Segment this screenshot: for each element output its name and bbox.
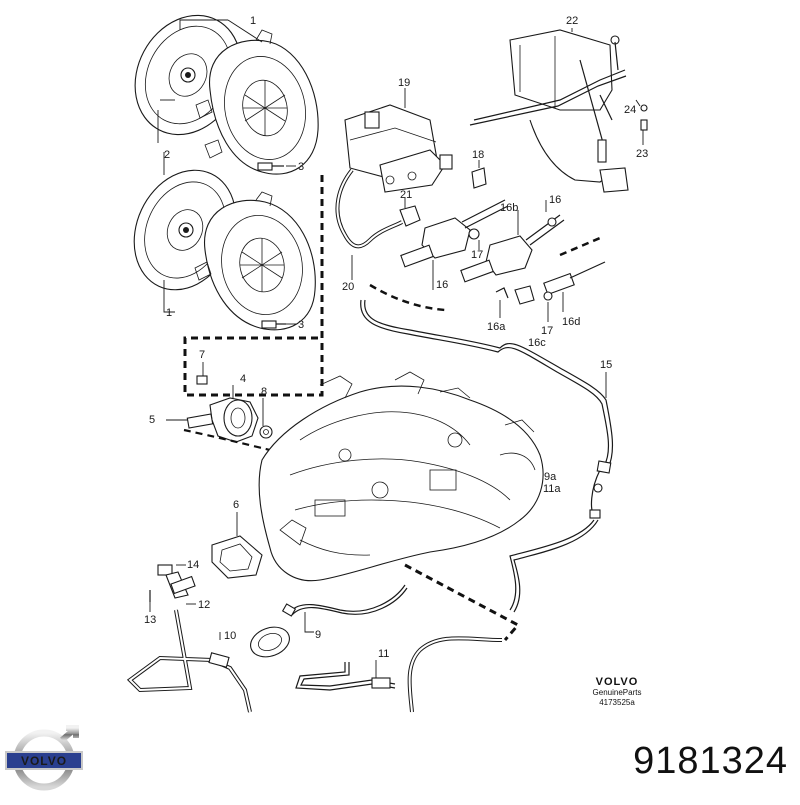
callout-8: 8 bbox=[261, 386, 267, 398]
gasket-part bbox=[211, 512, 263, 579]
callout-21: 21 bbox=[400, 189, 412, 201]
callout-11: 11 bbox=[378, 648, 389, 660]
callout-10: 10 bbox=[224, 630, 236, 642]
callout-16-right: 16 bbox=[549, 194, 561, 206]
callout-5: 5 bbox=[149, 414, 155, 426]
part-number: 9181324 bbox=[633, 740, 788, 782]
callout-9: 9 bbox=[315, 629, 321, 641]
callout-17-upper: 17 bbox=[471, 249, 483, 261]
logo-text: VOLVO bbox=[21, 754, 67, 768]
callout-14: 14 bbox=[187, 559, 199, 571]
pipe-9 bbox=[281, 584, 408, 633]
callout-16a: 16a bbox=[487, 321, 506, 333]
callout-labels: 1 2 3 1 3 7 4 8 5 6 14 12 13 10 9 11 19 … bbox=[144, 15, 648, 660]
callout-7: 7 bbox=[199, 349, 205, 361]
callout-13: 13 bbox=[144, 614, 156, 626]
callout-1-top: 1 bbox=[250, 15, 256, 27]
leaders-clutch bbox=[157, 19, 296, 325]
bolt-lower bbox=[261, 320, 286, 329]
volvo-logo-icon: VOLVO bbox=[5, 725, 83, 791]
callout-12: 12 bbox=[198, 599, 210, 611]
callout-18: 18 bbox=[472, 149, 484, 161]
hose-lower-left bbox=[126, 609, 252, 713]
callout-16-left: 16 bbox=[436, 279, 448, 291]
brand-subtitle: GenuineParts bbox=[592, 688, 642, 697]
callout-3-lower: 3 bbox=[298, 319, 304, 331]
slave-cylinder-assembly bbox=[166, 362, 273, 443]
kit-bracket-dashed bbox=[183, 175, 324, 397]
brand-name: VOLVO bbox=[595, 676, 639, 688]
clutch-cylinder-16 bbox=[400, 199, 509, 290]
pedal-bracket bbox=[469, 28, 648, 193]
callout-11a: 11a bbox=[543, 483, 561, 495]
clip-21 bbox=[399, 198, 421, 227]
pressure-plate-upper bbox=[195, 29, 319, 175]
pressure-plate-lower bbox=[194, 191, 316, 331]
callout-6: 6 bbox=[233, 499, 239, 511]
pipe-11a-end bbox=[593, 483, 603, 493]
callout-23: 23 bbox=[636, 148, 648, 160]
callout-24: 24 bbox=[624, 104, 636, 116]
pipe-15 bbox=[360, 299, 614, 613]
master-cylinder-reservoir bbox=[344, 88, 453, 193]
pipe-dashed-right bbox=[559, 236, 601, 257]
callout-16c: 16c bbox=[528, 337, 546, 349]
callout-2: 2 bbox=[164, 149, 170, 161]
clutch-cylinder-16b bbox=[460, 200, 565, 283]
callout-4: 4 bbox=[240, 373, 246, 385]
lower-line-dashed bbox=[404, 563, 521, 641]
callout-17-lower: 17 bbox=[541, 325, 553, 337]
callout-22: 22 bbox=[566, 15, 578, 27]
callout-16b: 16b bbox=[500, 202, 518, 214]
brand-block: VOLVO GenuineParts 4173525a bbox=[572, 676, 662, 708]
callout-15: 15 bbox=[600, 359, 612, 371]
gearbox-housing bbox=[258, 371, 544, 582]
bolt-upper bbox=[257, 162, 284, 171]
hose-11 bbox=[295, 636, 503, 713]
seal-18 bbox=[471, 160, 487, 189]
callout-16d: 16d bbox=[562, 316, 580, 328]
callout-9a: 9a bbox=[544, 471, 557, 483]
drawing-reference: 4173525a bbox=[599, 698, 635, 707]
cylinder-16d bbox=[495, 261, 606, 322]
pipe-dashed-mid bbox=[369, 283, 446, 312]
callout-3-top: 3 bbox=[298, 161, 304, 173]
bleed-valve-assembly bbox=[149, 564, 196, 612]
hose-20 bbox=[335, 168, 403, 280]
callout-1-lower: 1 bbox=[166, 307, 172, 319]
damper-part bbox=[219, 626, 290, 658]
callout-19: 19 bbox=[398, 77, 410, 89]
callout-20: 20 bbox=[342, 281, 354, 293]
